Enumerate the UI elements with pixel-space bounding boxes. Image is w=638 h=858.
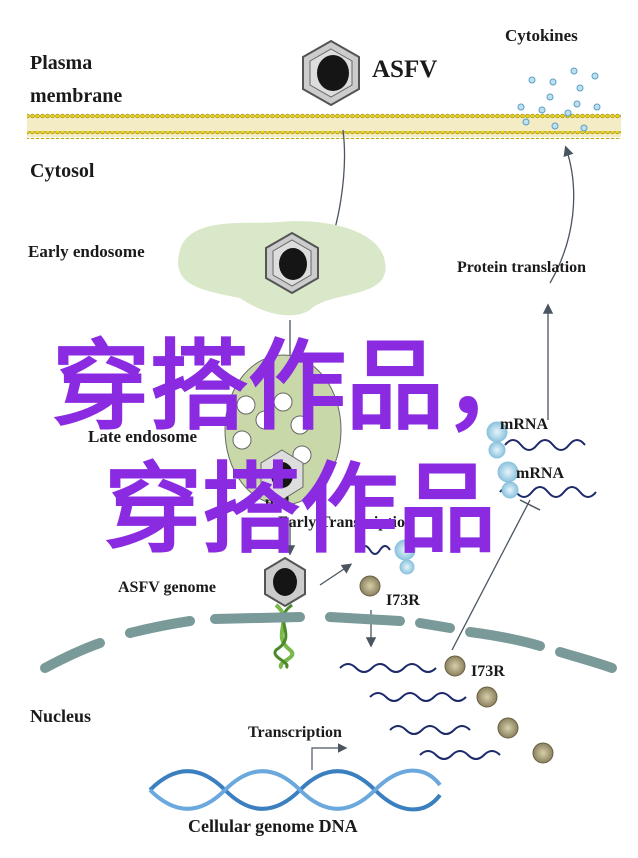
watermark-line-1: 穿搭作品， (52, 330, 542, 444)
label-mrna-2: mRNA (516, 465, 564, 482)
label-membrane: membrane (30, 85, 122, 107)
early-endosome (178, 221, 386, 316)
mrna-strands (339, 439, 597, 760)
inhibition-line (451, 499, 531, 651)
cytokines-dots (517, 67, 601, 132)
watermark-line-2: 穿搭作品 (104, 453, 496, 567)
secretion-arrow (549, 145, 575, 284)
inhibition-bar (519, 499, 541, 511)
late-endosome (224, 354, 342, 506)
label-mrna-1: mRNA (500, 416, 548, 433)
label-transcription: Transcription (248, 724, 342, 741)
label-asfv: ASFV (372, 56, 437, 83)
plasma-membrane (27, 113, 621, 139)
i73r-proteins (359, 575, 554, 764)
label-plasma: Plasma (30, 52, 92, 74)
label-asfv-genome: ASFV genome (118, 579, 216, 596)
label-cellular-genome-dna: Cellular genome DNA (188, 816, 358, 836)
nuclear-envelope (40, 612, 617, 673)
label-i73r-1: I73R (386, 592, 420, 609)
ribosomes (394, 421, 519, 575)
early-transcription-arrow (319, 563, 353, 586)
label-nucleus: Nucleus (30, 706, 91, 726)
cellular-dna-helix (148, 768, 442, 812)
label-p54: p54 (265, 494, 290, 511)
asfv-virion-icon (302, 39, 360, 107)
label-cytokines: Cytokines (505, 26, 578, 45)
label-i73r-2: I73R (471, 663, 505, 680)
label-early-transcription: Early Transcription (278, 514, 414, 531)
transcription-arrow (311, 743, 348, 770)
label-early-endosome: Early endosome (28, 242, 145, 261)
label-cytosol: Cytosol (30, 160, 95, 182)
label-protein-translation: Protein translation (457, 259, 586, 276)
label-late-endosome: Late endosome (88, 427, 198, 446)
